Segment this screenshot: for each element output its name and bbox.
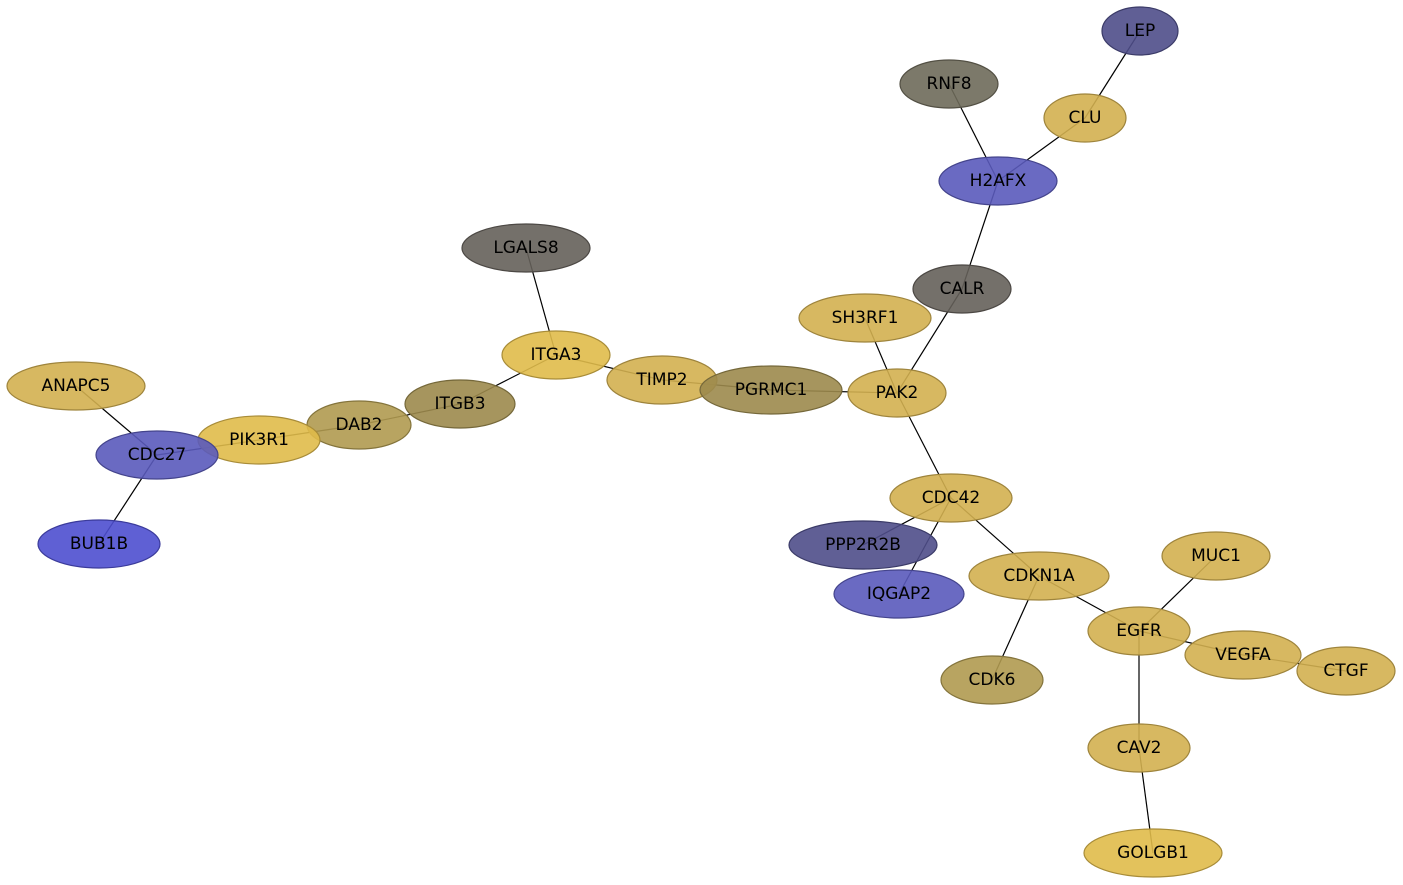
node-anapc5[interactable]: ANAPC5	[6, 361, 146, 411]
node-label: CAV2	[1117, 738, 1162, 758]
node-ellipse	[788, 520, 938, 570]
node-ellipse	[1101, 6, 1179, 56]
node-label: EGFR	[1116, 621, 1162, 641]
node-sh3rf1[interactable]: SH3RF1	[798, 293, 932, 343]
node-h2afx[interactable]: H2AFX	[938, 156, 1058, 206]
node-ellipse	[1161, 531, 1271, 581]
node-ellipse	[912, 264, 1012, 314]
node-ellipse	[798, 293, 932, 343]
node-timp2[interactable]: TIMP2	[606, 355, 718, 405]
node-pak2[interactable]: PAK2	[847, 368, 947, 418]
node-cav2[interactable]: CAV2	[1087, 723, 1191, 773]
node-ellipse	[899, 59, 999, 109]
node-label: LEP	[1125, 21, 1155, 41]
node-ellipse	[1083, 828, 1223, 878]
node-pik3r1[interactable]: PIK3R1	[197, 415, 321, 465]
node-rnf8[interactable]: RNF8	[899, 59, 999, 109]
node-label: CDK6	[969, 670, 1016, 690]
node-itga3[interactable]: ITGA3	[501, 330, 611, 380]
node-label: PGRMC1	[735, 380, 808, 400]
node-label: RNF8	[926, 74, 971, 94]
node-ellipse	[1184, 630, 1302, 680]
node-ellipse	[938, 156, 1058, 206]
node-ellipse	[95, 430, 219, 480]
node-label: BUB1B	[70, 534, 128, 554]
node-label: ANAPC5	[42, 376, 111, 396]
node-label: LGALS8	[493, 238, 558, 258]
node-label: CALR	[940, 279, 985, 299]
node-cdc42[interactable]: CDC42	[889, 473, 1013, 523]
node-ellipse	[404, 379, 516, 429]
node-label: TIMP2	[635, 370, 687, 390]
node-label: GOLGB1	[1117, 843, 1189, 863]
node-label: ITGA3	[530, 345, 581, 365]
node-cdk6[interactable]: CDK6	[940, 655, 1044, 705]
node-label: DAB2	[336, 415, 383, 435]
node-muc1[interactable]: MUC1	[1161, 531, 1271, 581]
node-ellipse	[1087, 606, 1191, 656]
node-label: MUC1	[1191, 546, 1241, 566]
node-lep[interactable]: LEP	[1101, 6, 1179, 56]
node-label: H2AFX	[970, 171, 1027, 191]
node-ellipse	[699, 365, 843, 415]
node-ellipse	[833, 569, 965, 619]
node-lgals8[interactable]: LGALS8	[461, 223, 591, 273]
node-ellipse	[1043, 93, 1127, 143]
node-label: IQGAP2	[867, 584, 931, 604]
node-ellipse	[968, 551, 1110, 601]
node-label: CDC42	[922, 488, 980, 508]
node-label: CLU	[1069, 108, 1102, 128]
node-iqgap2[interactable]: IQGAP2	[833, 569, 965, 619]
node-golgb1[interactable]: GOLGB1	[1083, 828, 1223, 878]
node-vegfa[interactable]: VEGFA	[1184, 630, 1302, 680]
node-label: CTGF	[1323, 661, 1368, 681]
node-ellipse	[6, 361, 146, 411]
node-itgb3[interactable]: ITGB3	[404, 379, 516, 429]
node-label: SH3RF1	[832, 308, 899, 328]
node-label: CDC27	[128, 445, 186, 465]
node-dab2[interactable]: DAB2	[306, 400, 412, 450]
node-ellipse	[847, 368, 947, 418]
node-clu[interactable]: CLU	[1043, 93, 1127, 143]
node-ellipse	[461, 223, 591, 273]
node-bub1b[interactable]: BUB1B	[37, 519, 161, 569]
node-label: PPP2R2B	[825, 535, 901, 555]
node-ellipse	[1087, 723, 1191, 773]
node-ppp2r2b[interactable]: PPP2R2B	[788, 520, 938, 570]
node-ellipse	[37, 519, 161, 569]
node-ctgf[interactable]: CTGF	[1296, 646, 1396, 696]
node-label: VEGFA	[1215, 645, 1271, 665]
node-egfr[interactable]: EGFR	[1087, 606, 1191, 656]
node-cdc27[interactable]: CDC27	[95, 430, 219, 480]
node-cdkn1a[interactable]: CDKN1A	[968, 551, 1110, 601]
node-label: PIK3R1	[229, 430, 289, 450]
node-label: ITGB3	[434, 394, 485, 414]
node-label: PAK2	[876, 383, 919, 403]
node-ellipse	[501, 330, 611, 380]
node-ellipse	[889, 473, 1013, 523]
node-pgrmc1[interactable]: PGRMC1	[699, 365, 843, 415]
node-calr[interactable]: CALR	[912, 264, 1012, 314]
node-label: CDKN1A	[1003, 566, 1075, 586]
node-ellipse	[1296, 646, 1396, 696]
node-ellipse	[940, 655, 1044, 705]
